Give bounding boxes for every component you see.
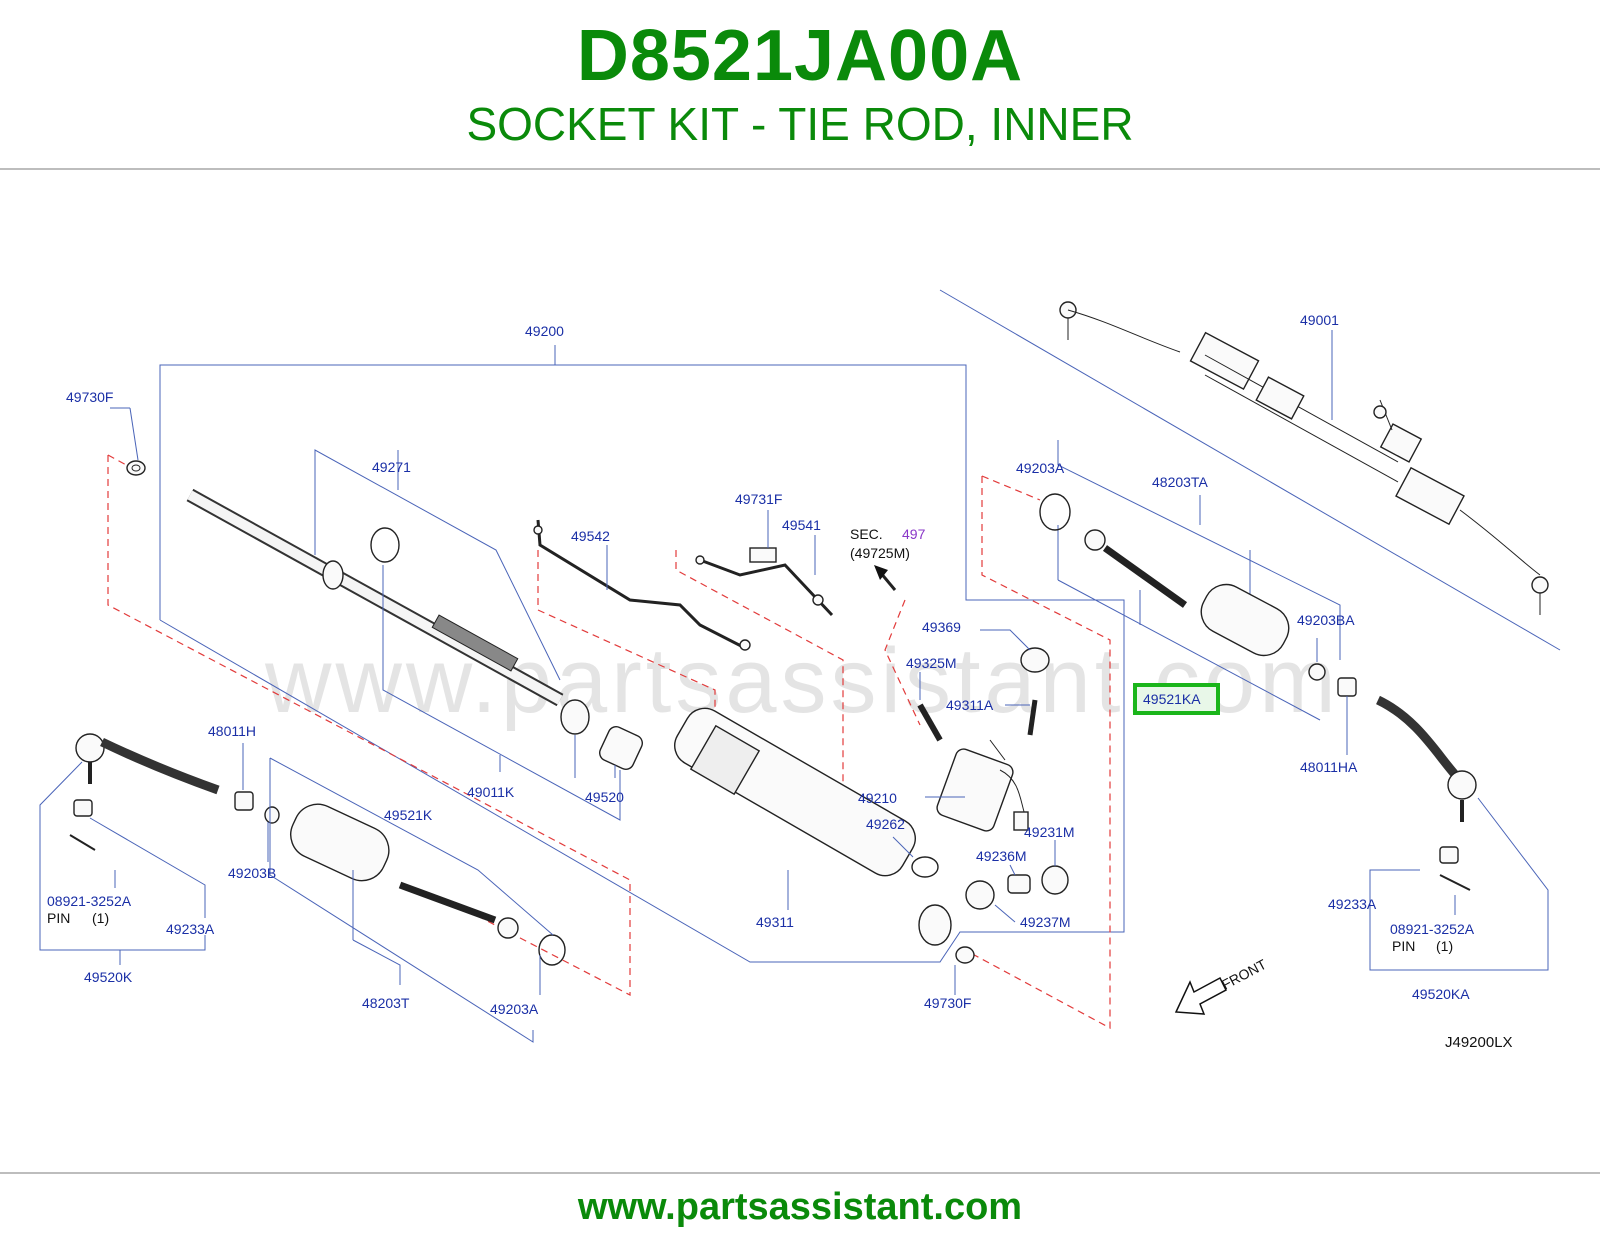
rack-bar-icon <box>186 488 564 707</box>
callout-49541[interactable]: 49541 <box>782 517 821 533</box>
boot-49203BA-icon <box>1200 583 1326 681</box>
nut-49233A-left-icon <box>69 799 206 918</box>
callout-49520[interactable]: 49520 <box>585 789 624 805</box>
highlight-box <box>1133 683 1220 715</box>
pin-qty-right: (1) <box>1436 938 1453 954</box>
outer-tie-rod-end-left-icon <box>75 733 220 795</box>
callout-49520KA[interactable]: 49520KA <box>1412 986 1470 1002</box>
header-divider <box>0 168 1600 170</box>
seal-49520-icon <box>560 699 643 778</box>
callout-49233A-left[interactable]: 49233A <box>166 921 215 937</box>
leader-49200 <box>159 345 1125 963</box>
callout-49369[interactable]: 49369 <box>922 619 961 635</box>
bolt-49325M-icon <box>917 672 943 742</box>
callout-49233A-right[interactable]: 49233A <box>1328 896 1377 912</box>
callout-49011K[interactable]: 49011K <box>467 784 515 800</box>
clamp-49203B-icon <box>264 806 280 862</box>
callout-08921-3252A-left[interactable]: 08921-3252A <box>47 893 132 909</box>
callout-49325M[interactable]: 49325M <box>906 655 957 671</box>
bolt-49311A-icon <box>1005 699 1038 736</box>
footer-divider <box>0 1172 1600 1174</box>
clamp-49203A-bottom-icon <box>538 934 566 966</box>
nut-48011H-icon <box>234 743 254 811</box>
callout-49521KA[interactable]: 49521KA <box>1143 691 1201 707</box>
leader-49001 <box>939 289 1561 651</box>
callout-49311A[interactable]: 49311A <box>946 697 994 713</box>
nut-49233A-right-icon <box>1439 846 1471 915</box>
callout-49231M[interactable]: 49231M <box>1024 824 1075 840</box>
hydraulic-pipe-49541-icon <box>695 510 834 617</box>
sec-number-link[interactable]: 497 <box>902 526 926 542</box>
callout-48203T[interactable]: 48203T <box>362 995 410 1011</box>
front-arrow-icon <box>1174 976 1227 1015</box>
pin-qty-left: (1) <box>92 910 109 926</box>
hydraulic-pipe-49542-icon <box>533 519 751 651</box>
drawing-code: J49200LX <box>1445 1034 1513 1051</box>
dashed-guides <box>107 454 1111 1030</box>
callout-49203A-bottom[interactable]: 49203A <box>490 1001 539 1017</box>
callout-49237M[interactable]: 49237M <box>1020 914 1071 930</box>
callout-49200[interactable]: 49200 <box>525 323 564 339</box>
front-label: FRONT <box>1219 956 1269 993</box>
part-name-subtitle: SOCKET KIT - TIE ROD, INNER <box>466 98 1134 150</box>
pinion-valve-49210-icon <box>925 739 1029 832</box>
callout-49236M[interactable]: 49236M <box>976 848 1027 864</box>
plug-49231M-icon <box>1041 840 1069 895</box>
inner-tie-rod-48203TA-icon <box>1084 529 1188 608</box>
callout-49730F-top[interactable]: 49730F <box>66 389 113 405</box>
pin-label-right: PIN <box>1392 938 1415 954</box>
callout-48011HA[interactable]: 48011HA <box>1300 759 1358 775</box>
section-arrow-icon <box>874 565 897 591</box>
callout-08921-3252A-right[interactable]: 08921-3252A <box>1390 921 1475 937</box>
gear-housing-49311-icon <box>674 707 952 946</box>
steering-rack-assembly-icon <box>1059 301 1549 615</box>
oring-49262-icon <box>892 836 939 878</box>
footer-url-link[interactable]: www.partsassistant.com <box>577 1186 1023 1228</box>
spring-49236M-icon <box>1007 864 1031 894</box>
header: D8521JA00A SOCKET KIT - TIE ROD, INNER <box>0 0 1600 170</box>
callout-49203A-top[interactable]: 49203A <box>1016 460 1065 476</box>
nut-48011HA-icon <box>1337 677 1357 755</box>
callout-49730F-bottom[interactable]: 49730F <box>924 995 971 1011</box>
callout-49001[interactable]: 49001 <box>1300 312 1339 328</box>
sec-label: SEC. <box>850 526 883 542</box>
leader-49271 <box>314 449 561 681</box>
part-number-title: D8521JA00A <box>576 16 1024 96</box>
leader-49520K <box>39 761 206 965</box>
outer-tie-rod-end-right-icon <box>1369 695 1549 971</box>
callout-49542[interactable]: 49542 <box>571 528 610 544</box>
sec-ref: (49725M) <box>850 545 910 561</box>
callout-49520K[interactable]: 49520K <box>84 969 133 985</box>
inner-tie-rod-48203T-icon <box>398 881 519 939</box>
callout-48203TA[interactable]: 48203TA <box>1152 474 1208 490</box>
callout-49271[interactable]: 49271 <box>372 459 411 475</box>
callout-49311[interactable]: 49311 <box>756 914 794 930</box>
leader-49011K <box>382 565 621 821</box>
callout-49210[interactable]: 49210 <box>858 790 897 806</box>
clamp-49203A-top-icon <box>1039 493 1071 531</box>
callout-49203B[interactable]: 49203B <box>228 865 276 881</box>
callout-49262[interactable]: 49262 <box>866 816 905 832</box>
callout-48011H[interactable]: 48011H <box>208 723 256 739</box>
leader-48203T <box>269 757 554 1043</box>
boot-clamp-49730F-bottom-icon <box>954 946 975 995</box>
callout-49521K[interactable]: 49521K <box>384 807 433 823</box>
boot-49521K-icon <box>290 803 390 882</box>
callout-49203BA[interactable]: 49203BA <box>1297 612 1355 628</box>
boot-clamp-49730F-top-icon <box>110 407 146 476</box>
callout-49731F[interactable]: 49731F <box>735 491 782 507</box>
retainer-49237M-icon <box>965 880 1016 923</box>
cap-49369-icon <box>980 629 1050 673</box>
watermark-text: www.partsassistant.com <box>264 630 1340 732</box>
pin-label-left: PIN <box>47 910 70 926</box>
